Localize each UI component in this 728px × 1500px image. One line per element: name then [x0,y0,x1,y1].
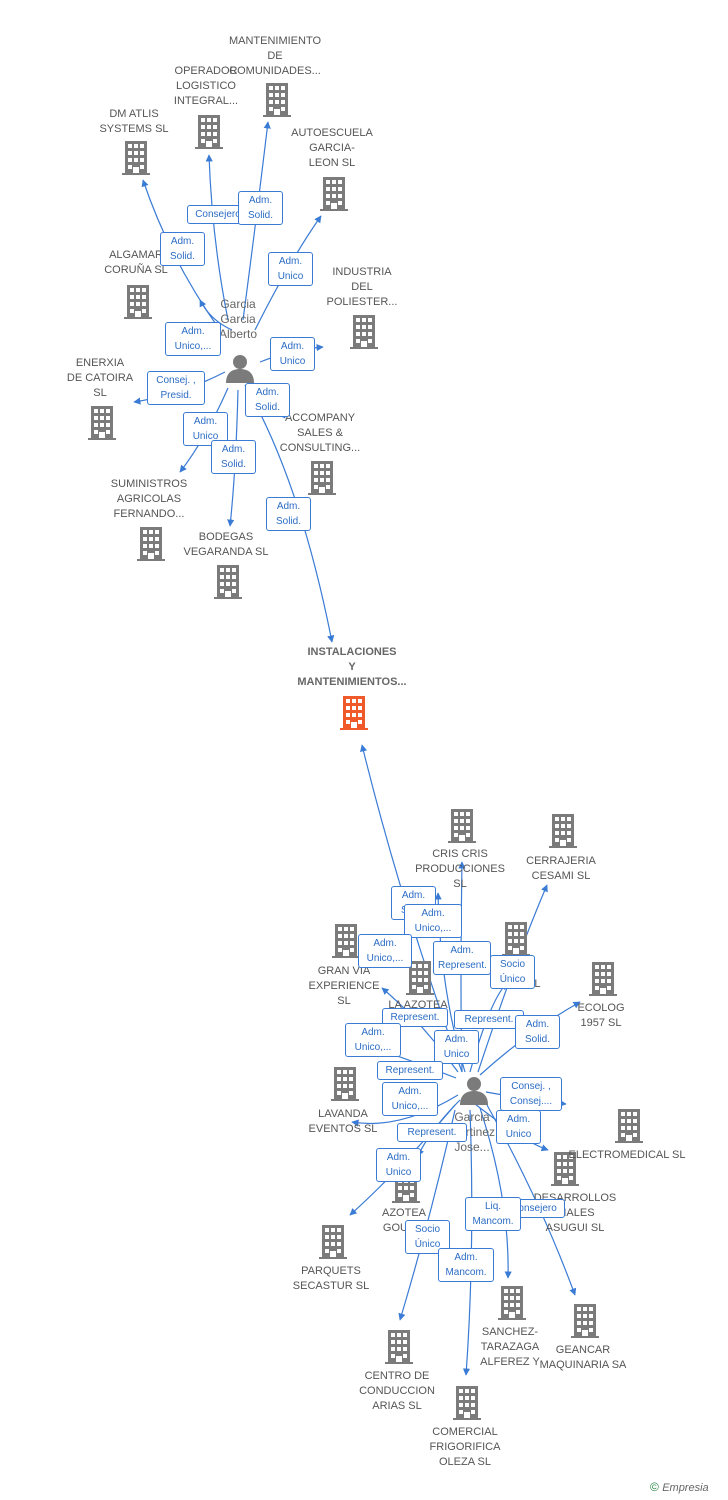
building-icon[interactable] [498,1286,526,1320]
edge-label: Adm. Unico [434,1030,479,1064]
edge-label: Consejero [187,205,249,224]
person-icon[interactable] [460,1077,488,1105]
building-icon[interactable] [549,814,577,848]
edge-label: Adm. Unico,... [358,934,412,968]
edge-label: Consej. , Consej.... [500,1077,562,1111]
edge-label: Adm. Unico [268,252,313,286]
building-icon[interactable] [453,1386,481,1420]
edge-label: Adm. Solid. [266,497,311,531]
company-node-parquets[interactable]: PARQUETS SECASTUR SL [292,1265,370,1292]
company-node-cerrajeria[interactable]: CERRAJERIA CESAMI SL [526,855,596,882]
edge-label: Socio Único [490,955,535,989]
building-icon[interactable] [589,962,617,996]
person-node-p1[interactable]: Garcia Garcia Alberto [218,297,258,341]
company-node-comercial[interactable]: COMERCIAL FRIGORIFICA OLEZA SL [429,1426,501,1468]
edge-label: Adm. Unico,... [345,1023,401,1057]
building-icon[interactable] [350,315,378,349]
edge-label: Adm. Solid. [211,440,256,474]
company-node-cris[interactable]: CRIS CRIS PRODUCCIONES SL [415,848,505,890]
company-node-centro[interactable]: CENTRO DE CONDUCCION ARIAS SL [359,1370,435,1412]
edge [479,1107,512,1279]
building-icon[interactable] [263,83,291,117]
company-node-geancar[interactable]: GEANCAR MAQUINARIA SA [539,1344,627,1371]
edge-label: Adm. Solid. [160,232,205,266]
edge [205,154,229,321]
company-node-instalaciones[interactable]: INSTALACIONES Y MANTENIMIENTOS... [297,646,407,688]
building-icon[interactable] [615,1109,643,1143]
edge-label: Consej. , Presid. [147,371,205,405]
building-icon[interactable] [571,1304,599,1338]
edge-label: Adm. Unico [270,337,315,371]
company-node-enerxia[interactable]: ENERXIA DE CATOIRA SL [66,357,134,399]
edge-label: Represent. [454,1010,524,1029]
company-node-accompany[interactable]: ACCOMPANY SALES & CONSULTING... [279,412,361,454]
building-icon[interactable] [137,527,165,561]
company-node-operador[interactable]: OPERADOR LOGISTICO INTEGRAL... [173,65,239,107]
building-icon[interactable] [332,924,360,958]
building-icon[interactable] [308,461,336,495]
edge-label: Liq. Mancom. [465,1197,521,1231]
edge-label: Represent. [382,1008,448,1027]
company-node-granvia[interactable]: GRAN VIA EXPERIENCE SL [308,965,380,1007]
building-icon[interactable] [124,285,152,319]
building-icon[interactable] [214,565,242,599]
company-node-industria[interactable]: INDUSTRIA DEL POLIESTER... [326,266,398,308]
edge-label: Adm. Solid. [245,383,290,417]
edge-label: Represent. [397,1123,467,1142]
edge-label: Adm. Unico,... [165,322,221,356]
edge-label: Adm. Unico,... [404,904,462,938]
copyright-symbol: © [650,1480,659,1494]
edge-label: Adm. Represent. [433,941,491,975]
edge-label: Adm. Unico [496,1110,541,1144]
building-icon[interactable] [502,922,530,956]
company-node-autoescuela[interactable]: AUTOESCUELA GARCIA- LEON SL [291,127,373,169]
building-icon[interactable] [448,809,476,843]
company-node-dm_atlis[interactable]: DM ATLIS SYSTEMS SL [99,108,169,135]
company-node-mant_comunidades[interactable]: MANTENIMIENTO DE COMUNIDADES... [228,35,322,77]
building-icon[interactable] [385,1330,413,1364]
edge [242,121,271,321]
edge-label: Represent. [377,1061,443,1080]
edge-label: Adm. Solid. [238,191,283,225]
edge [351,1094,459,1127]
copyright: © Empresia [650,1480,709,1494]
company-node-electromedical[interactable]: ELECTROMEDICAL SL [568,1149,686,1161]
person-icon[interactable] [226,355,254,383]
building-icon[interactable] [88,406,116,440]
brand-logo-text: Empresia [662,1482,709,1494]
edge-label: Adm. Unico [376,1148,421,1182]
edge-label: Adm. Solid. [515,1015,560,1049]
edge [199,299,233,331]
building-icon[interactable] [122,141,150,175]
building-icon[interactable] [320,177,348,211]
building-icon[interactable] [340,696,368,730]
company-node-sanchez[interactable]: SANCHEZ- TARAZAGA ALFEREZ Y [480,1326,540,1368]
edge-label: Socio Único [405,1220,450,1254]
company-node-lavanda[interactable]: LAVANDA EVENTOS SL [308,1108,378,1135]
edge [462,1109,473,1376]
company-node-ecolog[interactable]: ECOLOG 1957 SL [577,1002,625,1029]
edge-label: Adm. Unico,... [382,1082,438,1116]
company-node-suministros[interactable]: SUMINISTROS AGRICOLAS FERNANDO... [110,478,188,520]
building-icon[interactable] [319,1225,347,1259]
building-icon[interactable] [331,1067,359,1101]
company-node-algamar[interactable]: ALGAMAR CORUÑA SL [104,249,168,276]
edge-label: Adm. Mancom. [438,1248,494,1282]
building-icon[interactable] [195,115,223,149]
company-node-bodegas[interactable]: BODEGAS VEGARANDA SL [183,531,269,558]
